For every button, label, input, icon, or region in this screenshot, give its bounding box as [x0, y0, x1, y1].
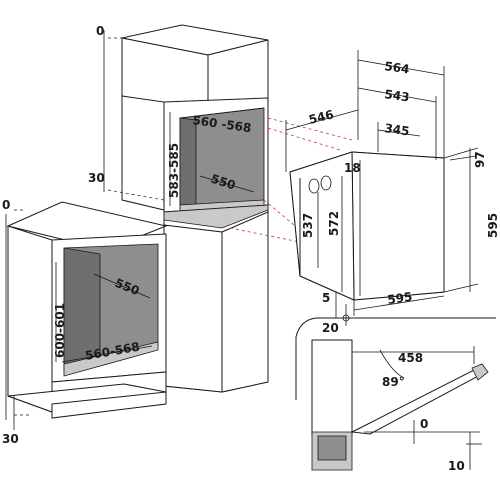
dim-5: 5 — [322, 291, 330, 305]
dim-top-zero: 0 — [96, 24, 104, 38]
dim-595-vertical: 595 — [486, 213, 500, 238]
dim-564: 564 — [384, 59, 411, 76]
base-cabinet — [6, 201, 168, 419]
dim-drop-10: 10 — [448, 459, 465, 473]
dim-gap-0: 0 — [420, 417, 428, 431]
dim-cut-height-top: 583-585 — [167, 143, 181, 198]
dim-543: 543 — [384, 87, 411, 104]
dim-97: 97 — [473, 151, 487, 168]
door-detail-inset — [295, 317, 496, 471]
dim-door-458: 458 — [398, 351, 423, 365]
dim-537: 537 — [301, 213, 315, 238]
dim-cut-height-low: 600-601 — [53, 303, 67, 358]
dim-left-zero: 0 — [2, 198, 10, 212]
dim-595-horizontal: 595 — [386, 290, 413, 307]
dim-345: 345 — [384, 121, 411, 138]
dim-thirty-upper: 30 — [88, 171, 105, 185]
dim-572: 572 — [327, 211, 341, 236]
dim-546: 546 — [307, 107, 335, 127]
oven — [289, 151, 445, 301]
dim-angle-89: 89° — [382, 375, 405, 389]
dim-18: 18 — [344, 161, 361, 175]
dim-thirty-lower: 30 — [2, 432, 19, 446]
dim-20: 20 — [322, 321, 339, 335]
